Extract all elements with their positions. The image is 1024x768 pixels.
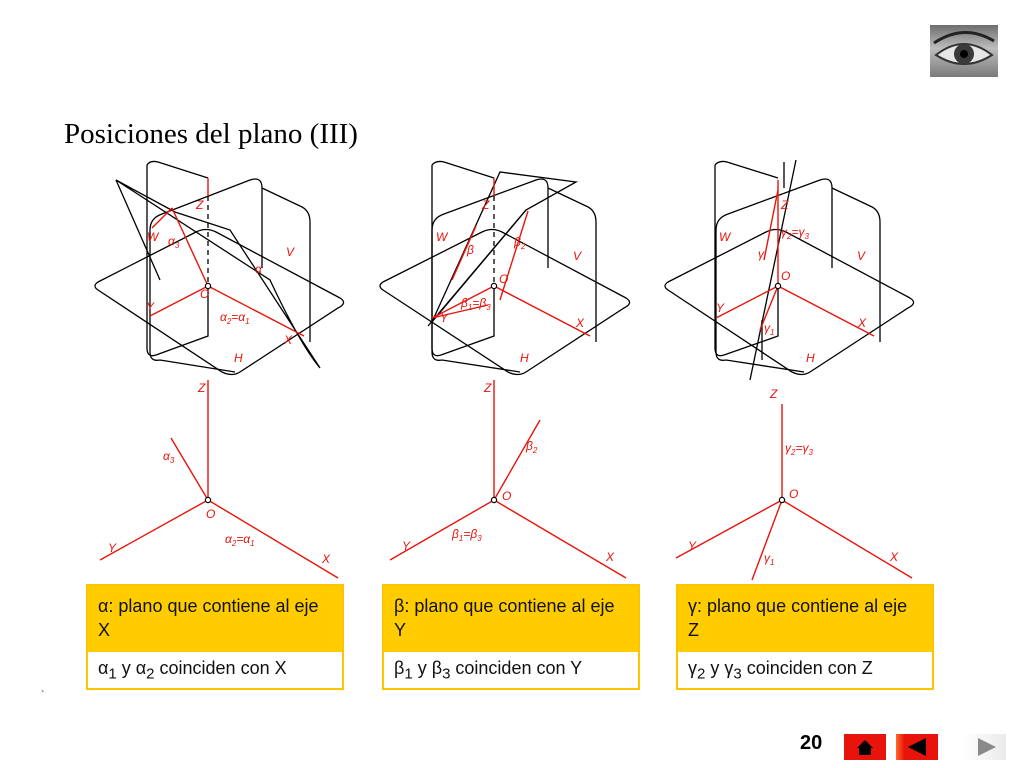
gamma-definition: γ: plano que contiene al eje Z — [678, 586, 932, 652]
svg-text:γ1: γ1 — [764, 551, 774, 567]
next-slide-button[interactable] — [964, 734, 1006, 760]
page-number: 20 — [800, 732, 823, 754]
plane-w-outline — [146, 165, 209, 357]
svg-text:X: X — [321, 552, 331, 566]
svg-text:α3: α3 — [168, 234, 180, 250]
arrow-left-icon — [908, 738, 926, 756]
svg-text:Y: Y — [688, 539, 697, 553]
plane-h-outline — [94, 228, 345, 376]
alpha-info-box: α: plano que contiene al eje X α1 y α2 c… — [86, 584, 344, 690]
previous-slide-button[interactable] — [896, 734, 938, 760]
gamma-property: γ2 y γ3 coinciden con Z — [688, 658, 873, 683]
svg-text:β: β — [466, 243, 474, 257]
svg-text:β1=β3: β1=β3 — [451, 527, 482, 543]
home-icon — [857, 740, 873, 755]
svg-text:H: H — [520, 351, 529, 365]
svg-text:X: X — [575, 316, 585, 330]
svg-text:α: α — [255, 262, 263, 276]
svg-text:γ2=γ3: γ2=γ3 — [781, 225, 809, 241]
svg-text:X: X — [889, 550, 899, 564]
beta-info-box: β: plano que contiene al eje Y β1 y β3 c… — [382, 584, 640, 690]
eye-photo-icon — [930, 25, 998, 77]
svg-text:X: X — [605, 550, 615, 564]
svg-text:α2=α1: α2=α1 — [220, 310, 250, 326]
svg-text:V: V — [573, 249, 582, 263]
svg-text:Z: Z — [769, 387, 778, 401]
svg-text:H: H — [806, 351, 815, 365]
svg-text:X: X — [283, 333, 293, 347]
svg-text:W: W — [719, 230, 732, 244]
panel-3-bottom-figure: Z O Y X γ2=γ3 γ1 — [675, 387, 913, 581]
svg-text:Y: Y — [402, 539, 411, 553]
svg-text:V: V — [857, 249, 866, 263]
panel-2-top-figure — [379, 160, 631, 376]
svg-text:α2=α1: α2=α1 — [225, 532, 255, 548]
svg-text:W: W — [436, 230, 449, 244]
svg-text:Y: Y — [146, 300, 155, 314]
svg-text:O: O — [499, 272, 508, 286]
home-button[interactable] — [844, 734, 886, 760]
svg-text:β2: β2 — [525, 439, 538, 455]
svg-text:Z: Z — [195, 198, 204, 212]
svg-text:O: O — [200, 287, 209, 301]
svg-text:V: V — [286, 245, 295, 259]
arrow-right-icon — [978, 738, 996, 756]
svg-text:W: W — [147, 230, 160, 244]
panel-1-top-figure — [94, 160, 345, 376]
svg-text:β1=β3: β1=β3 — [460, 296, 491, 312]
alpha-property: α1 y α2 coinciden con X — [98, 658, 287, 683]
svg-text:Y: Y — [108, 541, 117, 555]
svg-text:β2: β2 — [513, 235, 526, 251]
svg-text:γ: γ — [758, 247, 765, 261]
svg-text:Y: Y — [716, 301, 725, 315]
alpha-definition: α: plano que contiene al eje X — [88, 586, 342, 652]
panel-1-bottom-figure: Z O Y X α3 α2=α1 — [99, 380, 339, 579]
panel-2-bottom-figure: Z O Y X β2 β1=β3 — [389, 380, 627, 579]
svg-text:X: X — [857, 316, 867, 330]
page-title: Posiciones del plano (III) — [64, 118, 358, 150]
panel-2-top-labels: Z W V O Y X H β β2 β1=β3 — [436, 198, 585, 365]
panel-3-top-figure — [664, 159, 915, 381]
svg-text:γ2=γ3: γ2=γ3 — [785, 441, 813, 457]
panel-1-top-labels: Z W V O Y X H α α3 α2=α1 — [146, 198, 295, 365]
svg-text:O: O — [781, 269, 790, 283]
beta-definition: β: plano que contiene al eje Y — [384, 586, 638, 652]
svg-text:Z: Z — [197, 381, 206, 395]
svg-text:Z: Z — [483, 381, 492, 395]
gamma-info-box: γ: plano que contiene al eje Z γ2 y γ3 c… — [676, 584, 934, 690]
stray-mark: ` — [41, 690, 45, 701]
panel-3-top-labels: Z W V O Y X H γ γ2=γ3 γ1 — [716, 198, 867, 365]
svg-text:Z: Z — [780, 198, 789, 212]
svg-text:O: O — [502, 489, 511, 503]
svg-text:α3: α3 — [163, 449, 175, 465]
svg-text:O: O — [789, 487, 798, 501]
beta-property: β1 y β3 coinciden con Y — [394, 658, 583, 683]
svg-text:O: O — [206, 507, 215, 521]
svg-text:γ1: γ1 — [764, 321, 774, 337]
svg-text:Y: Y — [440, 311, 449, 325]
svg-text:H: H — [234, 351, 243, 365]
svg-text:Z: Z — [481, 198, 490, 212]
